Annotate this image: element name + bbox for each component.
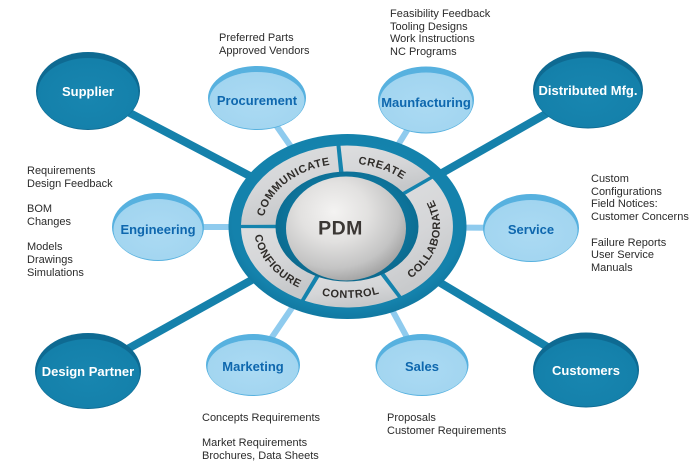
node-sales-label: Sales (405, 359, 439, 374)
node-customers-label: Customers (552, 363, 620, 378)
node-supplier-label: Supplier (62, 84, 114, 99)
node-procurement: Procurement (208, 66, 306, 130)
node-customers: Customers (533, 332, 639, 408)
node-sales-body (377, 340, 467, 395)
note-line: Custom (591, 173, 629, 185)
note-line (591, 224, 689, 237)
note-line: Models (27, 241, 63, 254)
note-line: Proposals (387, 412, 436, 424)
note-line: Manuals (591, 261, 633, 274)
note-line: Work Instructions (390, 33, 475, 46)
note-sales: Proposals Customer Requirements (387, 412, 506, 437)
node-design-partner-label: Design Partner (42, 364, 134, 379)
ring-segment-collaborate (384, 178, 453, 296)
ring-label-textpath: CONTROL (321, 285, 380, 301)
node-design-partner-body (36, 339, 140, 408)
note-line: NC Programs (390, 46, 457, 59)
hub-ring (241, 145, 453, 308)
note-procurement: Preferred Parts Approved Vendors (219, 32, 310, 57)
node-manufacturing-body (379, 72, 473, 133)
ring-segment-control (304, 274, 398, 308)
node-marketing-body (207, 340, 299, 395)
node-service-label: Service (508, 222, 554, 237)
node-supplier-body (37, 58, 139, 129)
note-line: Approved Vendors (219, 44, 310, 57)
note-line: Changes (27, 215, 72, 228)
node-engineering-body (113, 199, 203, 260)
note-line: Requirements (27, 165, 96, 177)
node-distributed-mfg-body (534, 57, 642, 128)
ring-segment-communicate (241, 145, 340, 225)
note-line: Brochures, Data Sheets (202, 450, 319, 463)
note-line: Simulations (27, 266, 84, 279)
node-procurement-label: Procurement (217, 93, 298, 108)
node-distributed-mfg: Distributed Mfg. (533, 51, 643, 129)
node-design-partner: Design Partner (35, 333, 141, 409)
note-line: Preferred Parts (219, 32, 294, 44)
node-supplier: Supplier (36, 52, 140, 130)
node-service-body (484, 200, 578, 261)
note-line: Customer Concerns (591, 211, 689, 224)
node-distributed-mfg-label: Distributed Mfg. (539, 83, 638, 98)
note-line: Concepts Requirements (202, 412, 321, 424)
note-engineering: Requirements Design Feedback BOM Changes… (27, 165, 113, 279)
note-line (27, 190, 113, 203)
ring-label-control: CONTROL (321, 285, 381, 301)
node-manufacturing: Maunfacturing (378, 66, 474, 134)
node-customers-body (534, 338, 638, 407)
node-procurement-body (209, 72, 305, 129)
hub: PDM COMMUNICATE CREATE COLLABORATE CONTR… (228, 134, 467, 319)
note-line: User Service (591, 249, 654, 262)
note-service: Custom Configurations Field Notices: Cus… (591, 173, 689, 275)
note-marketing: Concepts Requirements Market Requirement… (202, 412, 320, 463)
pdm-sphere (286, 176, 406, 281)
note-line: Configurations (591, 185, 662, 198)
note-line: Customer Requirements (387, 424, 507, 437)
note-line: Market Requirements (202, 437, 308, 450)
ring-segment-configure (241, 228, 316, 300)
note-line: Tooling Designs (390, 20, 468, 33)
note-line: Design Feedback (27, 177, 113, 190)
node-manufacturing-label: Maunfacturing (381, 95, 471, 110)
ring-segment-create (340, 145, 431, 193)
node-service: Service (483, 194, 579, 262)
node-engineering: Engineering (112, 193, 204, 261)
note-line: Field Notices: (591, 198, 658, 211)
note-line (27, 229, 113, 242)
note-line: Drawings (27, 253, 73, 266)
node-engineering-label: Engineering (120, 222, 195, 237)
pdm-label: PDM (318, 218, 363, 240)
node-marketing-label: Marketing (222, 359, 283, 374)
note-line: Failure Reports (591, 236, 667, 249)
note-line: Feasibility Feedback (390, 8, 491, 20)
node-sales: Sales (375, 334, 469, 396)
note-line (202, 425, 320, 438)
node-marketing: Marketing (206, 334, 300, 396)
note-line: BOM (27, 203, 53, 216)
note-manufacturing: Feasibility Feedback Tooling Designs Wor… (390, 8, 490, 59)
